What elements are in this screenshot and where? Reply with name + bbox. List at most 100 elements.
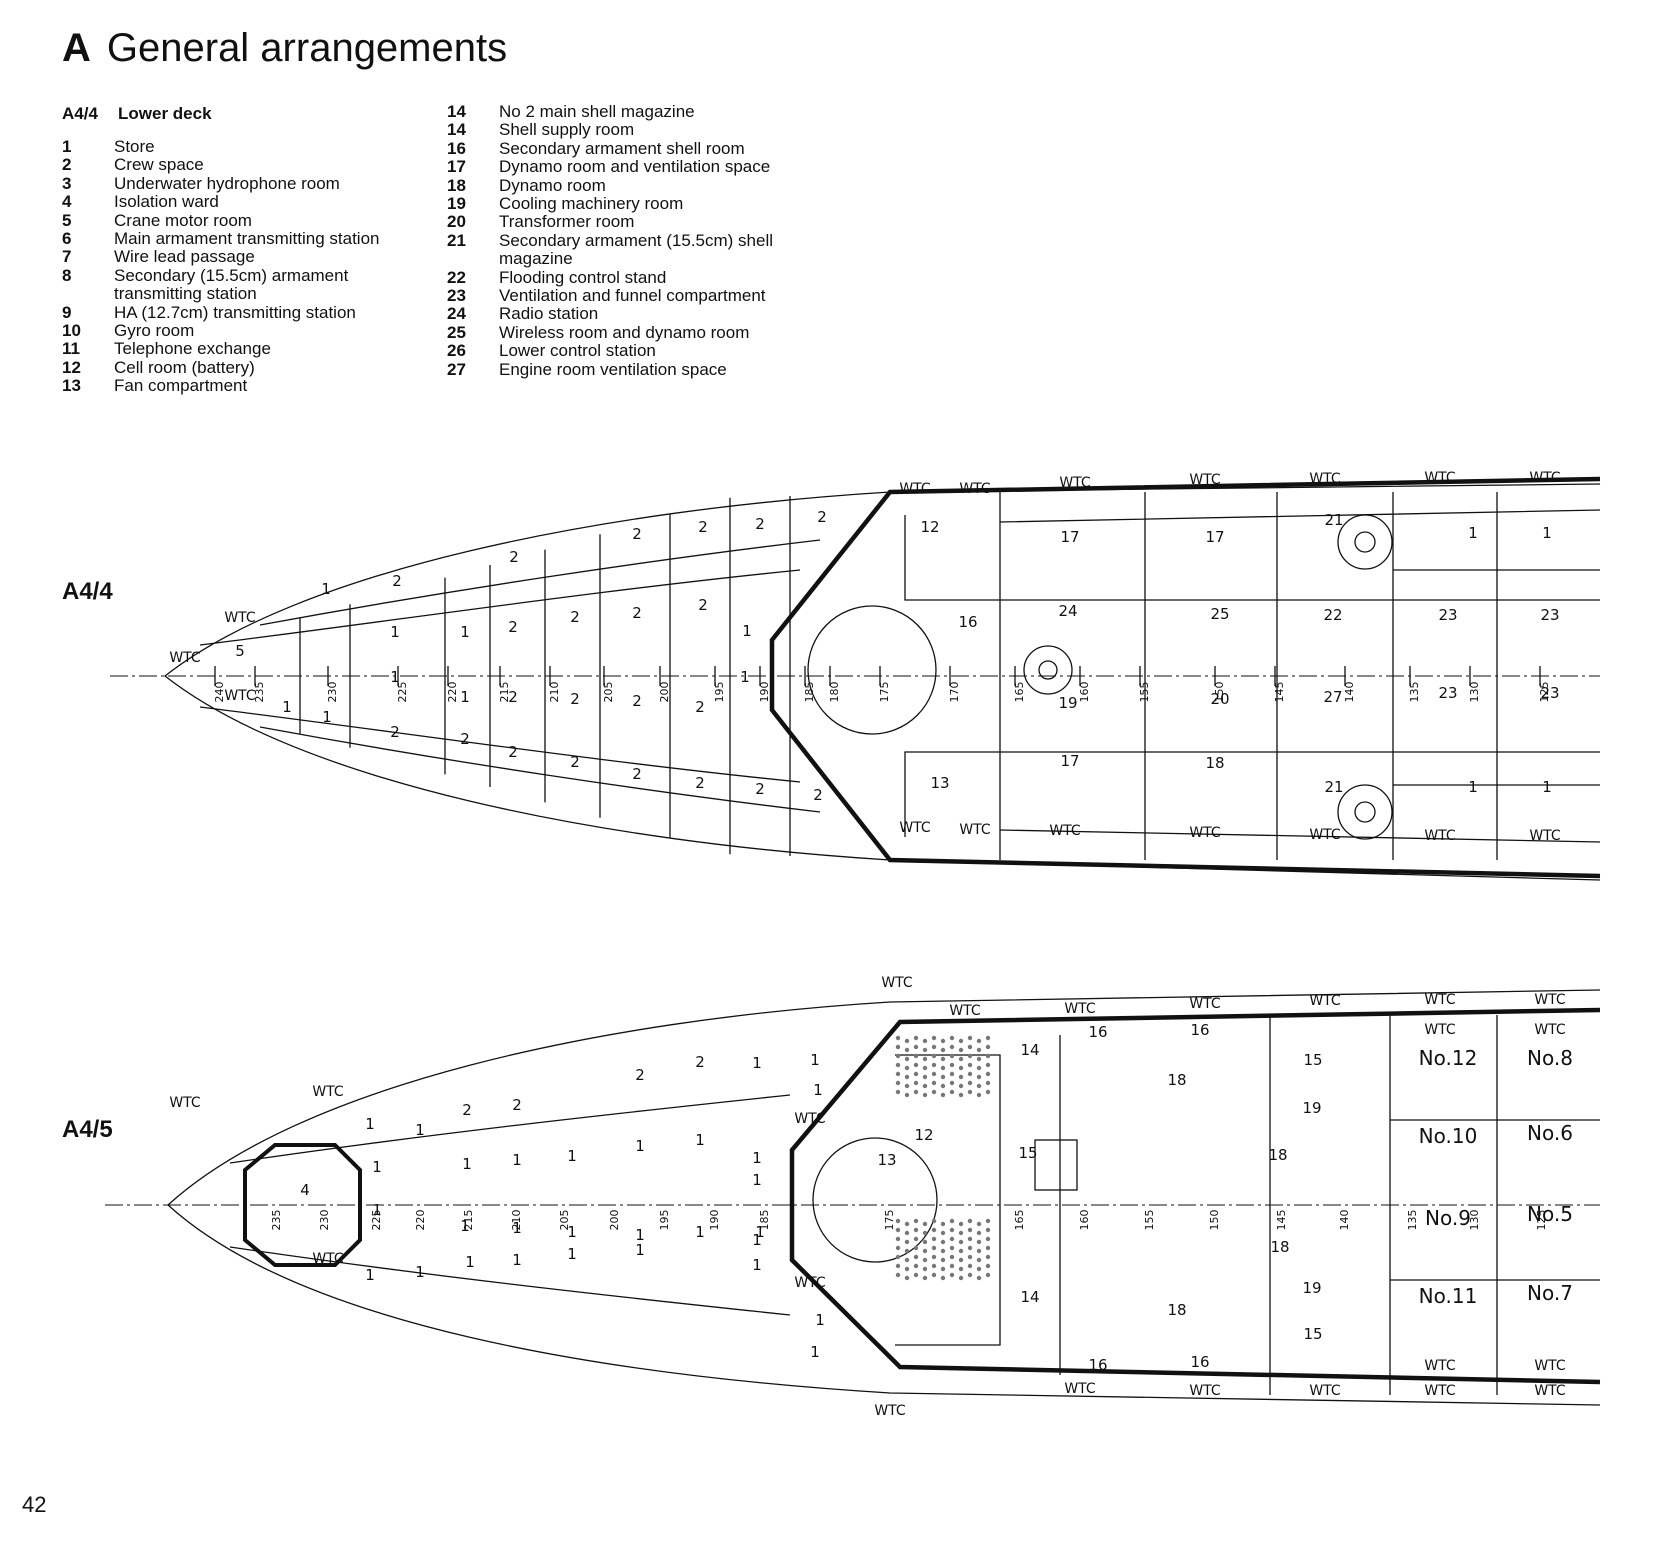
shell-rack-dot xyxy=(985,1227,991,1233)
shell-rack-dot xyxy=(931,1044,937,1050)
shell-rack-dot xyxy=(895,1218,901,1224)
shell-rack-dot xyxy=(985,1272,991,1278)
compartment-number: 27 xyxy=(1323,688,1342,706)
shell-rack-dot xyxy=(913,1245,919,1251)
shell-rack-dot xyxy=(922,1239,928,1245)
shell-rack-dot xyxy=(913,1062,919,1068)
wtc-label: WTC xyxy=(1309,827,1341,843)
compartment-number: 2 xyxy=(695,1053,705,1071)
shell-rack-dot xyxy=(976,1038,982,1044)
frame-number: 165 xyxy=(1013,682,1026,703)
shell-rack-dot xyxy=(940,1221,946,1227)
legend-item-number: 3 xyxy=(62,173,72,193)
legend-item-number xyxy=(62,285,114,303)
shell-rack-dot xyxy=(976,1047,982,1053)
frame-number: 130 xyxy=(1468,1210,1481,1231)
wtc-label: WTC xyxy=(959,822,991,838)
compartment-number: 2 xyxy=(632,525,642,543)
shell-rack-dot xyxy=(940,1239,946,1245)
frame-number: 205 xyxy=(558,1210,571,1231)
compartment-number: 2 xyxy=(817,508,827,526)
legend-item-number: 2 xyxy=(62,155,72,175)
frame-number: 210 xyxy=(548,682,561,703)
shell-rack-dot xyxy=(922,1056,928,1062)
wtc-label: WTC xyxy=(899,481,931,497)
shell-rack-dot xyxy=(967,1089,973,1095)
wtc-label: WTC xyxy=(881,975,913,991)
shell-rack-dot xyxy=(904,1221,910,1227)
wtc-label: WTC xyxy=(1534,992,1566,1008)
shell-rack-dot xyxy=(976,1230,982,1236)
shell-rack-dot xyxy=(967,1263,973,1269)
shell-rack-dot xyxy=(949,1218,955,1224)
shell-rack-dot xyxy=(931,1272,937,1278)
compartment-number: 1 xyxy=(810,1051,820,1069)
compartment-number: 21 xyxy=(1324,511,1343,529)
frame-number: 160 xyxy=(1078,682,1091,703)
shell-rack-dot xyxy=(913,1089,919,1095)
shell-rack-dot xyxy=(895,1053,901,1059)
compartment-number: 2 xyxy=(755,780,765,798)
compartment-number: 12 xyxy=(920,518,939,536)
shell-rack-dot xyxy=(895,1071,901,1077)
compartment-number: 18 xyxy=(1205,754,1224,772)
shell-rack-dot xyxy=(922,1047,928,1053)
frame-number: 170 xyxy=(948,682,961,703)
compartment-name: No.5 xyxy=(1527,1202,1573,1226)
frame-number: 140 xyxy=(1343,682,1356,703)
legend-item-text: Cell room (battery) xyxy=(114,357,255,377)
shell-rack-dot xyxy=(967,1245,973,1251)
compartment-number: 2 xyxy=(390,723,400,741)
shell-rack-dot xyxy=(967,1053,973,1059)
compartment-name: No.11 xyxy=(1419,1284,1478,1308)
shell-rack-dot xyxy=(967,1236,973,1242)
frame-number: 195 xyxy=(713,682,726,703)
shell-rack-dot xyxy=(985,1062,991,1068)
wtc-label: WTC xyxy=(1529,828,1561,844)
shell-rack-dot xyxy=(922,1074,928,1080)
shell-rack-dot xyxy=(949,1080,955,1086)
wtc-label: WTC xyxy=(1064,1001,1096,1017)
shell-rack-dot xyxy=(976,1266,982,1272)
legend-item-text: Shell supply room xyxy=(499,120,635,140)
frame-number: 205 xyxy=(602,682,615,703)
shell-rack-dot xyxy=(931,1263,937,1269)
shell-rack-dot xyxy=(940,1275,946,1281)
shell-rack-dot xyxy=(958,1248,964,1254)
compartment-number: 1 xyxy=(415,1121,425,1139)
wtc-label: WTC xyxy=(1529,470,1561,486)
shell-rack-dot xyxy=(967,1062,973,1068)
shell-rack-dot xyxy=(922,1248,928,1254)
shell-rack-dot xyxy=(931,1080,937,1086)
compartment-number: 1 xyxy=(512,1219,522,1237)
compartment-number: 2 xyxy=(509,548,519,566)
wtc-label: WTC xyxy=(959,481,991,497)
compartment-number: 19 xyxy=(1058,694,1077,712)
wtc-label: WTC xyxy=(874,1403,906,1419)
compartment-number: 1 xyxy=(567,1147,577,1165)
frame-number: 125 xyxy=(1535,1210,1548,1231)
shell-rack-dot xyxy=(985,1218,991,1224)
shell-rack-dot xyxy=(958,1257,964,1263)
legend-item: transmitting station xyxy=(62,284,380,303)
shell-rack-dot xyxy=(949,1035,955,1041)
shell-rack-dot xyxy=(985,1089,991,1095)
legend-item-number: 17 xyxy=(447,157,466,177)
frame-number: 190 xyxy=(758,682,771,703)
wtc-label: WTC xyxy=(1309,993,1341,1009)
legend-item-number: 16 xyxy=(447,138,466,158)
legend-item-text: Crew space xyxy=(114,155,204,175)
legend-item-number xyxy=(447,250,499,268)
shell-rack-dot xyxy=(949,1245,955,1251)
shell-rack-dot xyxy=(976,1248,982,1254)
shell-rack-dot xyxy=(985,1053,991,1059)
shell-rack-dot xyxy=(985,1080,991,1086)
wtc-label: WTC xyxy=(1189,996,1221,1012)
wtc-label: WTC xyxy=(1189,472,1221,488)
wtc-label: WTC xyxy=(224,688,256,704)
shell-rack-dot xyxy=(895,1044,901,1050)
shell-rack-dot xyxy=(904,1038,910,1044)
